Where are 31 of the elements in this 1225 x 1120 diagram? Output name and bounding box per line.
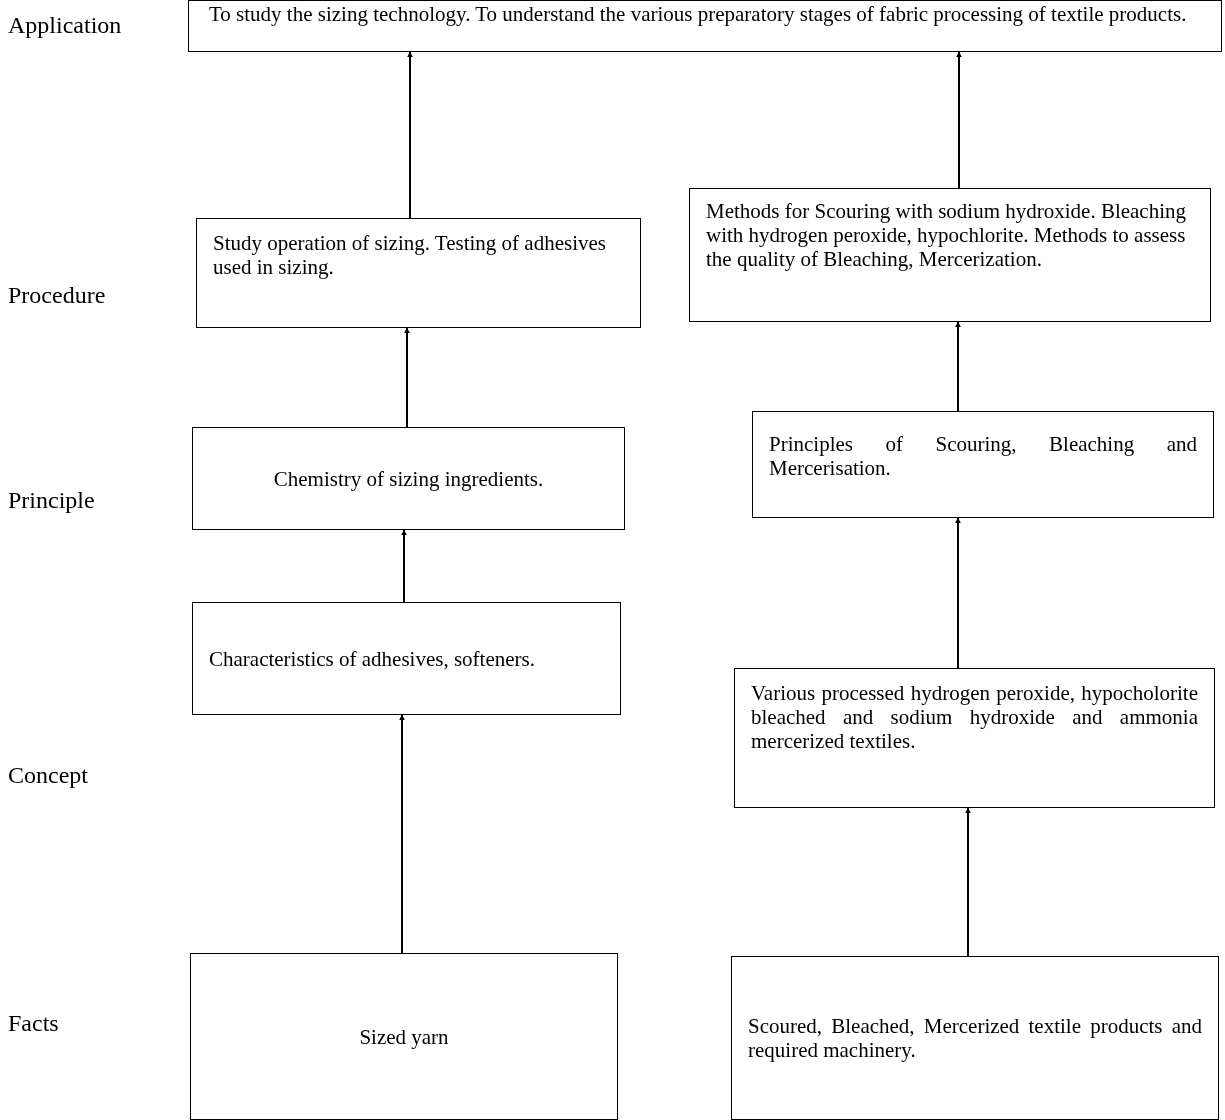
process-box — [188, 0, 1222, 52]
process-box — [190, 953, 618, 1120]
box-text: Methods for Scouring with sodium hydroxide. Bleaching with hydrogen peroxide, hypochlorite. Methods to assess the quality of Bleaching, Mercerization. — [706, 199, 1188, 271]
process-box — [192, 602, 621, 715]
process-box — [734, 668, 1215, 808]
arrow — [955, 517, 961, 669]
arrow — [407, 51, 413, 219]
box-text: Sized yarn — [358, 1024, 450, 1049]
box-text: Principles of Scouring, Bleaching and Mercerisation. — [769, 432, 1197, 480]
process-box — [192, 427, 625, 530]
box-text: Characteristics of adhesives, softeners. — [209, 646, 536, 671]
process-box — [752, 411, 1214, 518]
process-box — [689, 188, 1211, 322]
level-label: Facts — [8, 1009, 59, 1038]
arrow — [955, 321, 961, 412]
box-text: Various processed hydrogen peroxide, hypocholorite bleached and sodium hydroxide and ammonia mercerized textiles. — [751, 681, 1198, 753]
box-text: Scoured, Bleached, Mercerized textile products and required machinery. — [748, 1014, 1202, 1062]
box-text: Study operation of sizing. Testing of adhesives used in sizing. — [213, 231, 607, 279]
process-box — [731, 956, 1219, 1120]
level-label: Application — [8, 11, 122, 40]
process-box — [196, 218, 641, 328]
level-label: Concept — [8, 761, 88, 790]
arrow — [399, 714, 405, 954]
level-label: Principle — [8, 486, 95, 515]
arrow — [956, 51, 962, 189]
box-text: Chemistry of sizing ingredients. — [272, 466, 545, 491]
arrow — [401, 529, 407, 603]
level-label: Procedure — [8, 281, 106, 310]
arrow — [965, 807, 971, 957]
arrow — [404, 327, 410, 428]
box-text: To study the sizing technology. To understand the various preparatory stages of fabric processing of textile products. — [209, 2, 1188, 26]
